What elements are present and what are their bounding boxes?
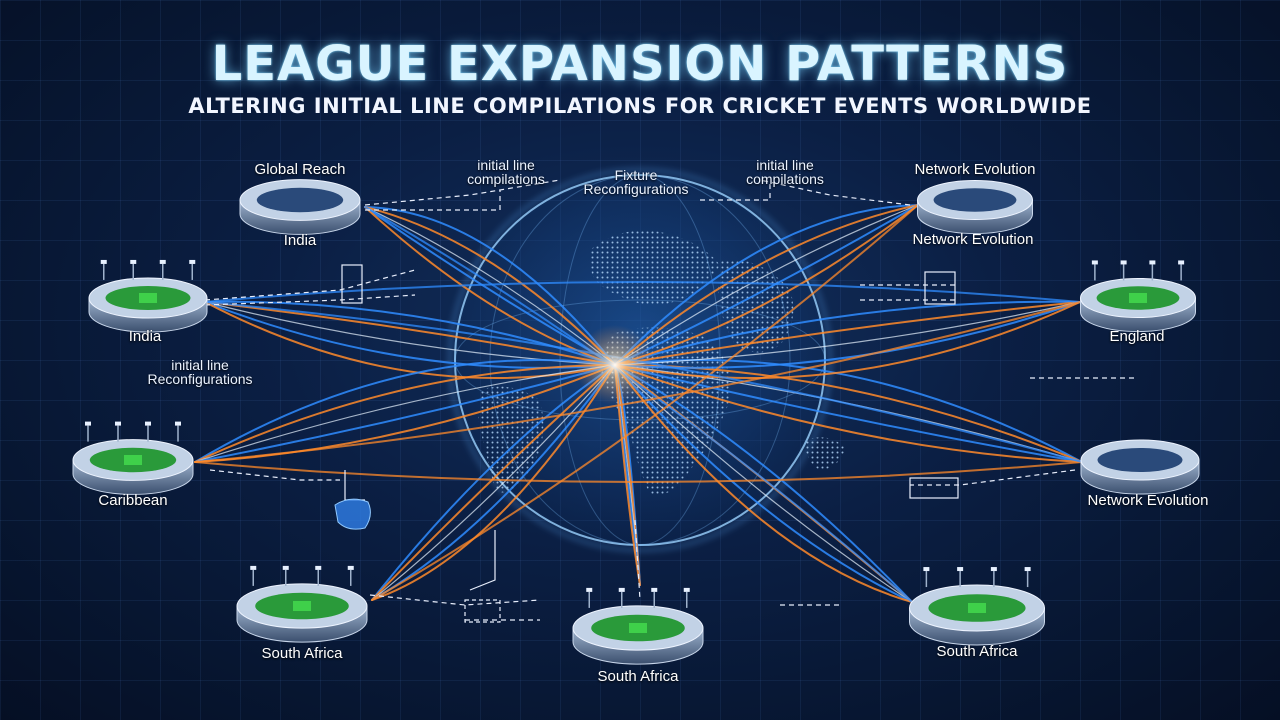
flow-line — [614, 364, 1083, 463]
stadium-label-south-africa-right: South Africa — [936, 643, 1018, 660]
stadium-label-south-africa-center: South Africa — [597, 668, 679, 685]
stadium-network-evolution — [1080, 439, 1200, 495]
page-subtitle: ALTERING INITIAL LINE COMPILATIONS FOR C… — [188, 94, 1092, 118]
stadiums — [72, 179, 1200, 665]
flow-line — [614, 301, 1081, 366]
continents — [478, 230, 845, 496]
flow-line — [364, 206, 616, 366]
flow-line — [371, 204, 919, 601]
flow-line — [614, 204, 919, 366]
stadium-caribbean — [72, 421, 194, 495]
flow-line — [614, 300, 1081, 366]
flow-line — [614, 364, 913, 603]
stadium-south-africa-center — [572, 587, 704, 665]
australia-map-icon — [334, 498, 371, 530]
flow-line — [614, 364, 913, 603]
flow-line — [364, 206, 616, 366]
annotation-connectors — [204, 179, 1135, 621]
flow-line — [194, 364, 616, 463]
flow-line — [614, 204, 919, 366]
initial-line-compilations-left-label: initial line compilations — [467, 157, 545, 187]
flow-line — [614, 301, 1081, 380]
stadium-label-india-top: India — [283, 232, 317, 249]
stadium-england — [1080, 260, 1196, 333]
stadium-india-top — [239, 179, 361, 235]
flow-line — [614, 301, 1081, 366]
stadium-label-south-africa-left: South Africa — [261, 645, 343, 662]
flow-line — [194, 364, 616, 463]
stadium-label-england: England — [1109, 328, 1165, 345]
flow-line — [194, 364, 616, 463]
flow-line — [364, 206, 616, 366]
network-evolution-mid-label: Network Evolution — [912, 231, 1034, 248]
annotation-brackets — [341, 264, 959, 623]
stadium-label-network-evolution: Network Evolution — [1087, 492, 1209, 509]
flow-line — [204, 301, 616, 366]
flow-line — [614, 204, 919, 366]
flow-line — [614, 204, 919, 366]
flow-lines — [194, 204, 1083, 603]
stadium-label-caribbean: Caribbean — [98, 492, 168, 509]
flow-line — [194, 359, 616, 463]
stadium-label-india-left: India — [128, 328, 162, 345]
flow-line — [194, 301, 1081, 463]
initial-line-compilations-right-label: initial line compilations — [746, 157, 824, 187]
flow-line — [371, 364, 616, 601]
network-evolution-top-label: Network Evolution — [914, 161, 1036, 178]
flow-line — [614, 204, 919, 366]
global-reach-label: Global Reach — [254, 161, 346, 178]
stadium-india-left — [88, 259, 208, 333]
stadium-south-africa-left — [236, 565, 368, 643]
page-title: LEAGUE EXPANSION PATTERNS — [211, 36, 1069, 92]
initial-line-reconfigurations-label: initial line Reconfigurations — [147, 357, 253, 387]
flow-line — [204, 281, 1081, 303]
fixture-reconfigurations-label: Fixture Reconfigurations — [583, 167, 689, 197]
stadium-south-africa-right — [909, 567, 1045, 646]
hub-glow — [575, 325, 655, 405]
flow-line — [371, 364, 616, 601]
flow-line — [371, 364, 616, 601]
flow-line — [614, 364, 913, 603]
flow-line — [614, 364, 913, 603]
flow-line — [614, 359, 1083, 463]
flow-line — [194, 461, 1083, 483]
flow-line — [371, 364, 616, 601]
flow-line — [614, 364, 1083, 463]
stadium-network-evolution-top — [917, 179, 1033, 235]
flow-line — [204, 301, 616, 380]
